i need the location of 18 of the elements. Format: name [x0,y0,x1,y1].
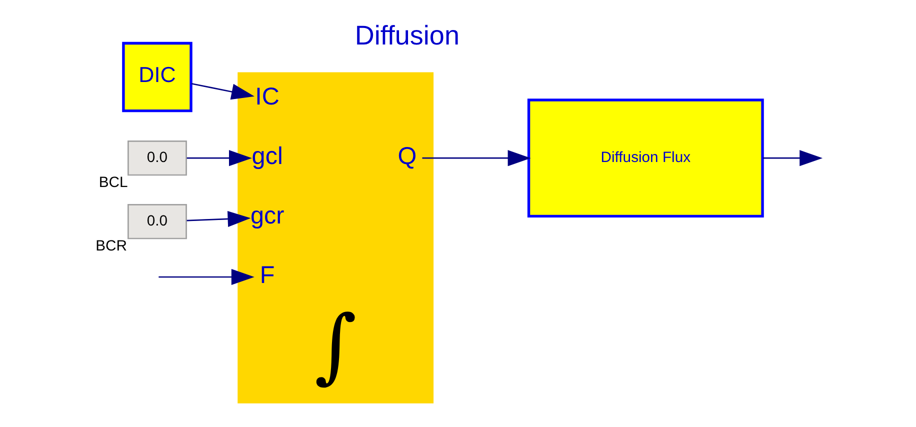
arrow [762,150,823,166]
node-label: BCR [96,238,127,254]
arrow [422,150,531,166]
node-box: 0.0 [128,204,187,240]
arrow [186,210,251,228]
node-box: DIC [122,42,192,112]
node-text: IC [255,84,280,111]
node-text: gcl [252,143,283,170]
node-text: gcr [250,202,284,230]
node-text: F [260,262,275,289]
node-label: Diffusion [354,20,460,51]
node-text: Q [398,143,417,170]
node-box: Diffusion Flux [527,98,764,218]
arrow [158,268,254,286]
arrow [186,150,252,166]
arrow [191,82,254,100]
node-box: 0.0 [128,140,187,176]
node-label: BCL [98,174,128,191]
